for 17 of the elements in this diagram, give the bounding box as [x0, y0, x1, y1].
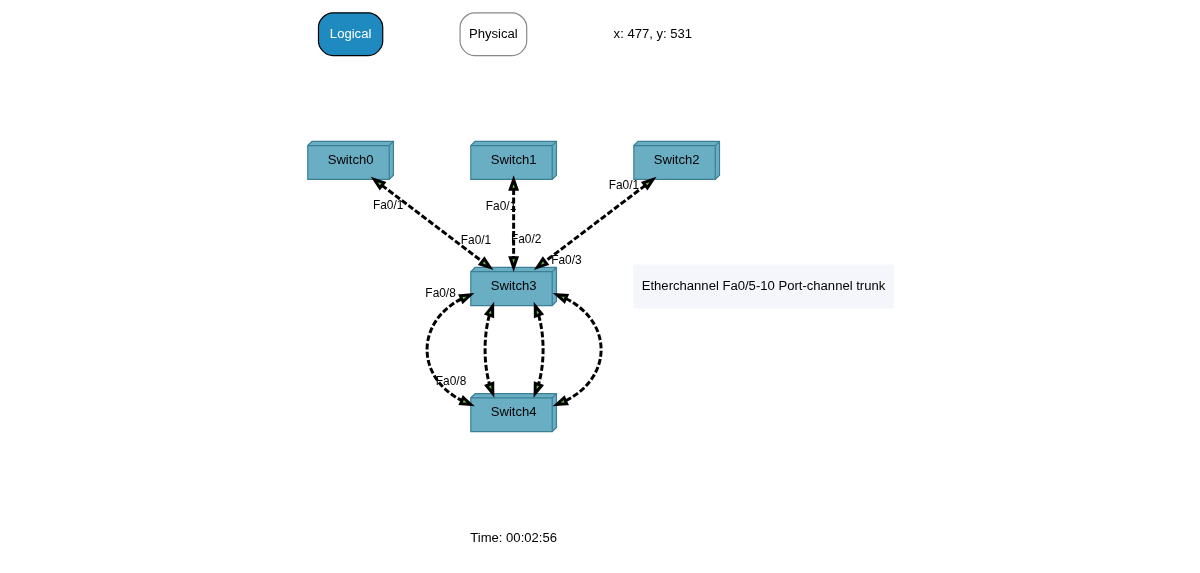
label: Physical — [468, 25, 518, 41]
label: Fa0/8 — [435, 374, 466, 389]
label: Etherchannel Fa0/5-10 Port-channel trunk — [641, 277, 885, 293]
arrow — [483, 301, 494, 398]
arrow — [507, 175, 519, 272]
label: Fa0/1 — [372, 197, 403, 212]
label: Fa0/3 — [550, 252, 582, 267]
label: Logical — [329, 25, 371, 41]
label: Fa0/8 — [424, 286, 456, 301]
label: Fa0/1 — [608, 177, 639, 192]
label: Time: 00:02:56 — [469, 530, 557, 546]
label: Fa0/1 — [460, 232, 491, 247]
label: x: 477, y: 531 — [613, 25, 692, 41]
arrow — [533, 301, 545, 398]
arrow — [370, 176, 493, 270]
arrow — [425, 293, 475, 407]
arrow — [533, 176, 657, 270]
